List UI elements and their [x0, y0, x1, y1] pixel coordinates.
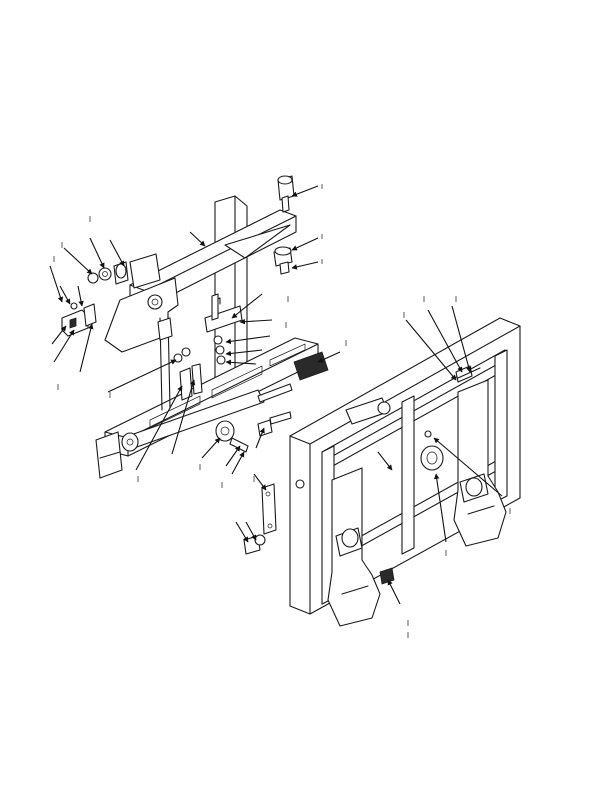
carriage-hub	[420, 445, 444, 471]
rod-end-eye	[215, 420, 235, 442]
elbow-fitting	[257, 419, 273, 437]
cylinder-end-cap	[121, 432, 139, 452]
fitting-b	[191, 363, 203, 395]
frame-hole	[295, 479, 305, 489]
fitting-a	[179, 367, 193, 401]
right-upright	[494, 349, 508, 503]
center-upright	[401, 395, 415, 555]
washer-a	[87, 272, 99, 284]
side-shift-frame-assembly	[95, 195, 319, 479]
upper-left-end-block	[129, 253, 161, 289]
right-fork-roller	[465, 477, 483, 497]
bolt-block	[83, 303, 97, 327]
link-bar	[261, 483, 277, 535]
pivot-boss	[147, 294, 163, 310]
callout-leaders	[49, 185, 503, 605]
beam-bracket	[224, 224, 291, 259]
callout-index-marks	[53, 184, 511, 638]
cylinder-rod	[257, 383, 293, 403]
clevis-pin	[229, 437, 249, 453]
left-fork-roller	[341, 528, 359, 548]
fork-carriage-assembly	[289, 317, 521, 627]
washer-b	[98, 267, 112, 281]
left-hardware-cluster	[61, 261, 129, 337]
right-fork	[453, 379, 507, 547]
pin	[211, 293, 219, 321]
